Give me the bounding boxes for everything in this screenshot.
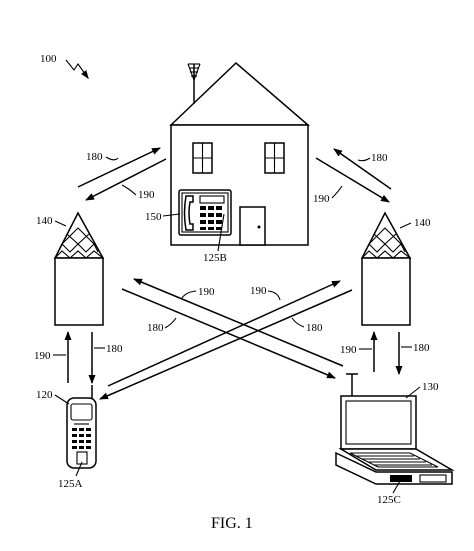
- desk-phone-ref-label: 150: [145, 211, 162, 223]
- right-tower-leader: [399, 222, 412, 229]
- right-tower-ref-label: 140: [414, 217, 431, 229]
- left-tower-leader: [54, 220, 67, 227]
- desk-phone-leader: [162, 213, 181, 217]
- mobile-device-ref-label: 125A: [58, 478, 83, 490]
- link-left-down-label: 180: [106, 343, 123, 355]
- mobile-phone-ref-label: 120: [36, 389, 53, 401]
- house-window-left: [192, 142, 213, 174]
- house-device-ref-label: 125B: [203, 252, 227, 264]
- laptop: [335, 373, 455, 485]
- link-house-right-up-label: 190: [313, 193, 330, 205]
- desk-phone: [178, 189, 232, 236]
- arrow-phone-to-right-tower: [107, 280, 341, 387]
- arrow-left-tower-to-laptop: [121, 288, 336, 379]
- arrow-house-to-left-tower: [85, 158, 167, 201]
- link-right-up-label: 190: [340, 344, 357, 356]
- laptop-device-leader: [392, 480, 401, 494]
- mobile-phone: [66, 385, 97, 469]
- left-cell-tower: [53, 211, 105, 326]
- arrow-laptop-to-left-tower: [133, 278, 344, 367]
- cross-a-lower-leader: [291, 317, 305, 328]
- cross-b-lower-label: 180: [147, 322, 164, 334]
- link-right-down-label: 180: [413, 342, 430, 354]
- laptop-device-ref-label: 125C: [377, 494, 401, 506]
- figure-caption: FIG. 1: [211, 515, 253, 532]
- link-house-left-up-leader: [105, 156, 119, 161]
- cross-a-upper-leader: [181, 290, 197, 299]
- link-house-left-down-leader: [121, 184, 137, 196]
- cross-b-lower-leader: [164, 317, 177, 329]
- mobile-phone-leader: [54, 394, 70, 405]
- right-cell-tower: [360, 211, 412, 326]
- arrow-right-tower-to-phone: [99, 289, 353, 400]
- link-house-right-down-label: 180: [371, 152, 388, 164]
- arrow-house-to-right-tower: [315, 157, 390, 203]
- link-house-right-up-leader: [331, 185, 343, 199]
- link-house-left-up-label: 180: [86, 151, 103, 163]
- link-left-up-label: 190: [34, 350, 51, 362]
- system-ref-label: 100: [40, 53, 57, 65]
- laptop-leader: [405, 386, 421, 399]
- laptop-ref-label: 130: [422, 381, 439, 393]
- house-window-right: [264, 142, 285, 174]
- house-door: [239, 206, 266, 246]
- system-ref-leader: [65, 59, 89, 79]
- mobile-device-leader: [75, 461, 83, 477]
- link-house-right-down-leader: [357, 157, 371, 162]
- cross-b-upper-leader: [267, 290, 281, 301]
- left-tower-ref-label: 140: [36, 215, 53, 227]
- cross-b-upper-label: 190: [250, 285, 267, 297]
- house-device-leader: [217, 213, 225, 252]
- link-house-left-down-label: 190: [138, 189, 155, 201]
- arrow-left-tower-to-house: [77, 147, 161, 188]
- cross-a-lower-label: 180: [306, 322, 323, 334]
- cross-a-upper-label: 190: [198, 286, 215, 298]
- arrow-right-tower-to-house: [333, 148, 392, 190]
- system-ref-arrowhead: [81, 70, 89, 80]
